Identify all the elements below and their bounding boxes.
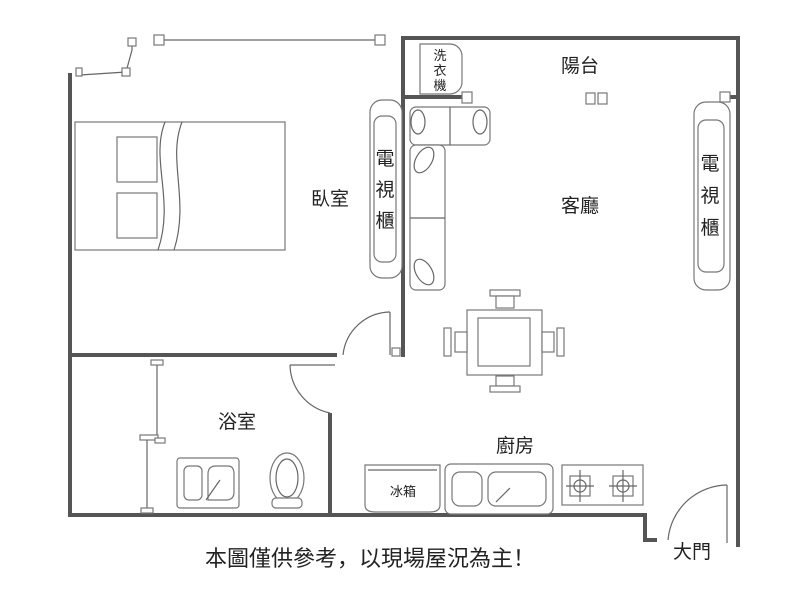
dining-table — [443, 289, 565, 393]
tv-cabinet-label: 視 — [700, 185, 719, 207]
washer-label: 衣 — [433, 63, 446, 79]
tv-cabinet-label: 電 — [375, 148, 394, 170]
walls — [68, 36, 740, 547]
bed — [74, 121, 286, 251]
washer-label: 機 — [433, 79, 446, 94]
window — [75, 34, 731, 105]
sofa — [409, 106, 491, 291]
tv-cabinet-label: 櫃 — [700, 217, 719, 239]
footnote: 本圖僅供參考，以現場屋況為主！ — [205, 547, 535, 572]
fridge-label: 冰箱 — [390, 484, 416, 500]
tv-cabinet-left: 電 視 櫃 — [369, 99, 403, 279]
stove — [561, 464, 644, 506]
room-label-kitchen: 廚房 — [496, 434, 534, 457]
bathroom-sink — [176, 457, 240, 509]
room-label-bedroom: 臥室 — [311, 188, 349, 210]
fridge: 冰箱 — [364, 464, 441, 513]
room-label-bathroom: 浴室 — [218, 411, 256, 433]
kitchen-sink — [444, 463, 554, 515]
tv-cabinet-label: 櫃 — [375, 210, 394, 232]
room-label-living-room: 客廳 — [561, 195, 599, 217]
washer-label: 洗 — [433, 49, 446, 64]
door — [289, 311, 728, 543]
room-label-balcony: 陽台 — [561, 55, 599, 77]
tv-cabinet-right: 電 視 櫃 — [693, 101, 731, 291]
main-door-label: 大門 — [673, 541, 711, 563]
shower-curtain — [139, 359, 166, 514]
washer: 洗 衣 機 — [419, 43, 463, 95]
tv-cabinet-label: 視 — [375, 179, 394, 201]
tv-cabinet-label: 電 — [700, 153, 719, 175]
toilet — [269, 452, 305, 509]
